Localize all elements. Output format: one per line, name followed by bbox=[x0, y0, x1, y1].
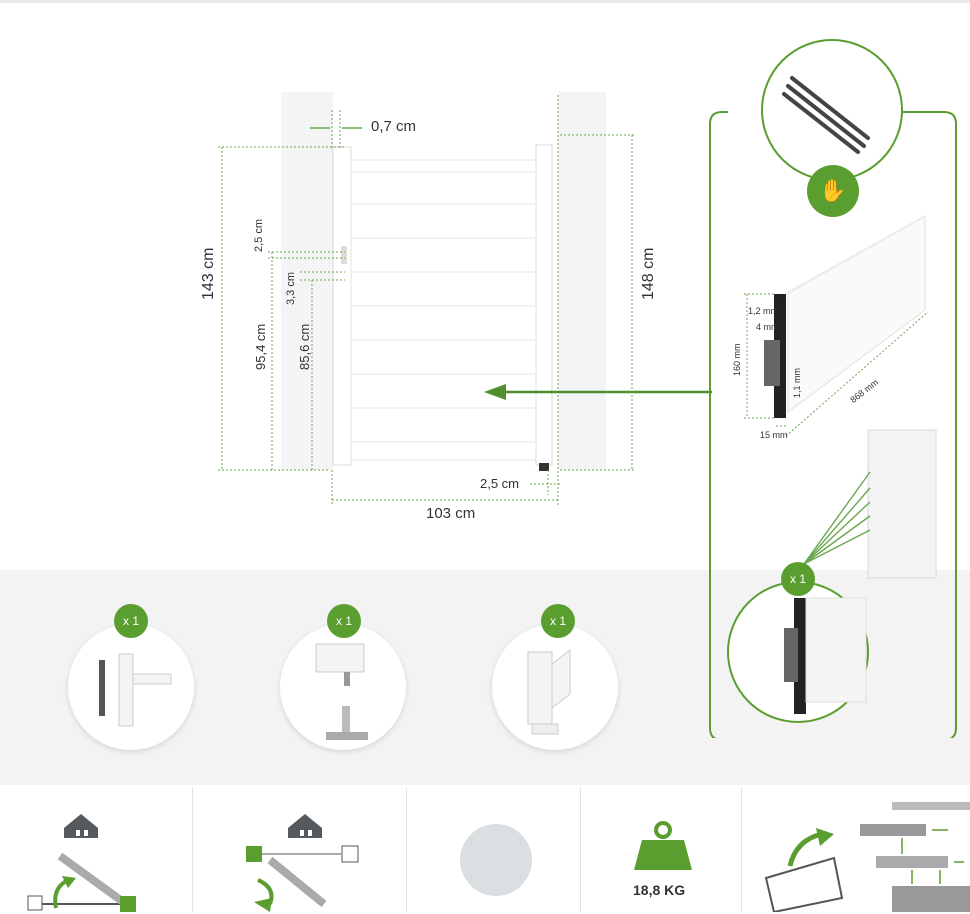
right-post bbox=[558, 92, 606, 470]
top-divider bbox=[0, 0, 970, 3]
gate-panel bbox=[350, 159, 537, 461]
handle-card bbox=[68, 624, 194, 750]
dim-gap-a: 2,5 cm bbox=[253, 218, 265, 252]
profile-width: 15 mm bbox=[760, 430, 788, 440]
handle-qty-badge: x 1 bbox=[114, 604, 148, 638]
guide-lines bbox=[218, 95, 636, 505]
gate-foot bbox=[539, 463, 549, 471]
profile-thickness-top: 1,2 mm bbox=[748, 306, 779, 316]
gate-handle bbox=[341, 246, 347, 264]
profile-panel bbox=[709, 39, 957, 738]
left-post bbox=[281, 92, 333, 470]
rods bbox=[782, 76, 870, 154]
profile-depth: 4 mm bbox=[756, 322, 779, 332]
gate-diagram bbox=[218, 92, 712, 505]
slat-top bbox=[782, 216, 925, 298]
pointer-arrow-head bbox=[484, 384, 506, 400]
stop-qty-badge: x 1 bbox=[327, 604, 361, 638]
hinge-icon bbox=[527, 648, 571, 735]
weight-label: 18,8 KG bbox=[633, 882, 686, 898]
gate-left-stile bbox=[332, 146, 352, 466]
handle-icon bbox=[99, 653, 172, 727]
dim-bottom-gap: 2,5 cm bbox=[480, 476, 520, 491]
thumbs-up-icon: ✋ bbox=[807, 165, 859, 217]
stop-card bbox=[280, 624, 406, 750]
color-swatch bbox=[460, 824, 532, 896]
panel-sheet bbox=[867, 429, 937, 579]
slat-face bbox=[787, 215, 926, 413]
hinge-qty-badge: x 1 bbox=[541, 604, 575, 638]
opening-left-icon bbox=[27, 814, 136, 912]
opening-right-icon bbox=[246, 814, 359, 912]
panel-qty-badge: x 1 bbox=[781, 562, 815, 596]
dim-height-left: 143 cm bbox=[200, 247, 217, 300]
slat-insert bbox=[764, 340, 780, 386]
dim-width: 103 cm bbox=[426, 505, 476, 522]
profile-height: 160 mm bbox=[732, 343, 742, 376]
dim-height-a: 95,4 cm bbox=[253, 323, 268, 370]
panel-arrows bbox=[803, 471, 871, 565]
gate-stop-icon bbox=[315, 643, 368, 740]
dim-gap-top: 0,7 cm bbox=[371, 118, 417, 135]
profile-wall: 1,1 mm bbox=[792, 367, 802, 398]
gate-right-stile bbox=[535, 144, 553, 466]
dim-gap-b: 3,3 cm bbox=[285, 271, 297, 305]
packaging-icon bbox=[764, 802, 970, 912]
dim-height-right: 148 cm bbox=[640, 247, 657, 300]
hinge-card bbox=[492, 624, 618, 750]
weight-icon bbox=[634, 821, 692, 870]
gate-slats bbox=[351, 171, 536, 443]
dim-height-b: 85,6 cm bbox=[297, 323, 312, 370]
